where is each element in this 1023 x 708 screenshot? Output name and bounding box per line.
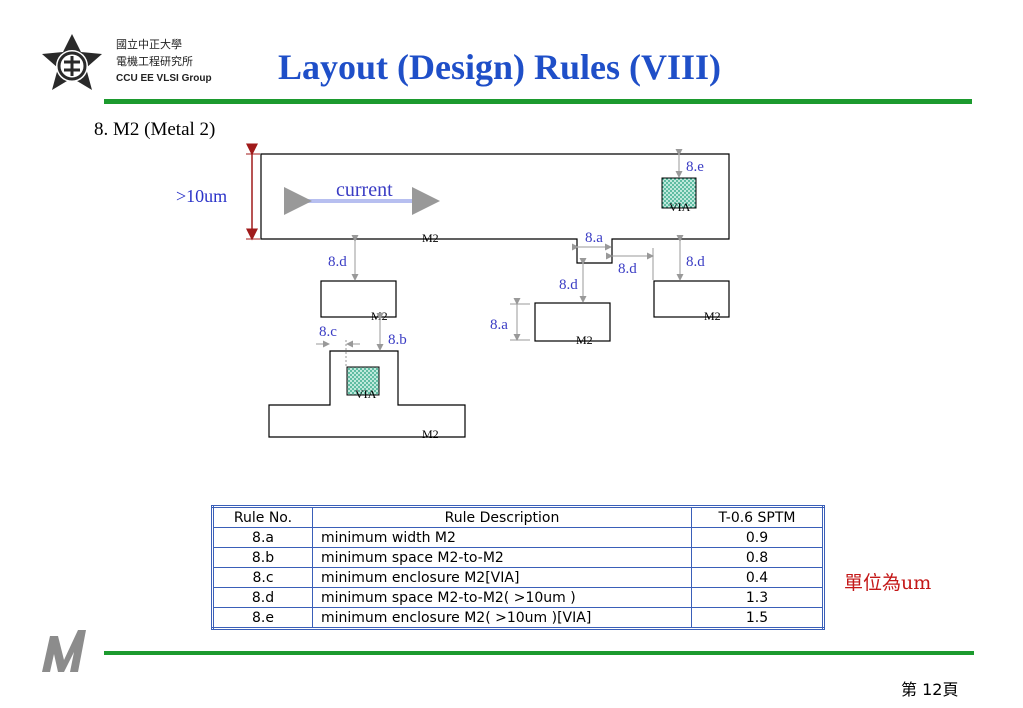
svg-text:M2: M2 bbox=[704, 309, 721, 323]
column-header-rule-no: Rule No. bbox=[212, 506, 313, 528]
rule-8b-label: 8.b bbox=[388, 332, 407, 348]
m2-box-center bbox=[534, 302, 611, 342]
rule-8d-label-4: 8.d bbox=[618, 261, 637, 277]
via-square-top bbox=[661, 177, 697, 209]
section-heading: 8. M2 (Metal 2) bbox=[94, 119, 216, 140]
value-cell: 0.4 bbox=[691, 567, 824, 588]
svg-text:VIA: VIA bbox=[669, 200, 691, 214]
rule-cell: 8.d bbox=[212, 587, 313, 608]
value-cell: 0.9 bbox=[691, 527, 824, 548]
value-cell: 1.3 bbox=[691, 587, 824, 608]
logo-text: 國立中正大學 電機工程研究所 CCU EE VLSI Group bbox=[116, 36, 212, 87]
rule-cell: 8.e bbox=[212, 607, 313, 629]
svg-text:M2: M2 bbox=[371, 309, 388, 323]
rule-8d-label-1: 8.d bbox=[328, 254, 347, 270]
rule-8d-label-2: 8.d bbox=[559, 277, 578, 293]
slide-title: Layout (Design) Rules (VIII) bbox=[278, 47, 722, 87]
svg-text:M2: M2 bbox=[422, 427, 439, 441]
wide-m2-shape bbox=[260, 153, 730, 264]
page-number: 第 12頁 bbox=[901, 680, 959, 699]
rule-cell: 8.a bbox=[212, 527, 313, 548]
svg-text:VIA: VIA bbox=[355, 387, 377, 401]
table-row: 8.d minimum space M2-to-M2( >10um ) 1.3 bbox=[212, 587, 824, 608]
description-cell: minimum space M2-to-M2( >10um ) bbox=[312, 587, 692, 608]
university-logo-icon bbox=[42, 34, 102, 90]
column-header-value: T-0.6 SPTM bbox=[691, 506, 824, 528]
via-square-bottom bbox=[346, 366, 380, 396]
unit-note: 單位為um bbox=[844, 572, 932, 594]
m2-box-left bbox=[320, 280, 397, 318]
logo-line-2: 電機工程研究所 bbox=[116, 55, 193, 68]
rules-table: Rule No. Rule Description T-0.6 SPTM 8.a… bbox=[211, 505, 825, 630]
rule-cell: 8.c bbox=[212, 567, 313, 588]
rule-8a-label: 8.a bbox=[490, 317, 508, 333]
rule-8d-label-3: 8.d bbox=[686, 254, 705, 270]
current-label: current bbox=[336, 179, 393, 201]
rule-cell: 8.b bbox=[212, 547, 313, 568]
value-cell: 1.5 bbox=[691, 607, 824, 629]
rule-8e-label: 8.e bbox=[686, 159, 704, 175]
table-header-row: Rule No. Rule Description T-0.6 SPTM bbox=[212, 506, 824, 528]
title-divider bbox=[104, 99, 972, 104]
m2-rule-diagram: current VIA 8.e M2 8.a M2 8.d M2 8.d 8.a… bbox=[246, 143, 730, 441]
svg-text:M2: M2 bbox=[576, 333, 593, 347]
width-label: >10um bbox=[176, 186, 228, 206]
column-header-description: Rule Description bbox=[312, 506, 692, 528]
value-cell: 0.8 bbox=[691, 547, 824, 568]
rule-8a-notch-label: 8.a bbox=[585, 230, 603, 246]
svg-text:M2: M2 bbox=[422, 231, 439, 245]
table-row: 8.a minimum width M2 0.9 bbox=[212, 527, 824, 548]
description-cell: minimum space M2-to-M2 bbox=[312, 547, 692, 568]
m2-box-right bbox=[653, 280, 730, 318]
table-row: 8.c minimum enclosure M2[VIA] 0.4 bbox=[212, 567, 824, 588]
table-row: 8.b minimum space M2-to-M2 0.8 bbox=[212, 547, 824, 568]
description-cell: minimum enclosure M2[VIA] bbox=[312, 567, 692, 588]
description-cell: minimum width M2 bbox=[312, 527, 692, 548]
table-row: 8.e minimum enclosure M2( >10um )[VIA] 1… bbox=[212, 607, 824, 629]
logo-line-1: 國立中正大學 bbox=[116, 38, 182, 51]
vlsi-group-logo-icon bbox=[42, 630, 86, 672]
footer-divider bbox=[104, 651, 974, 655]
description-cell: minimum enclosure M2( >10um )[VIA] bbox=[312, 607, 692, 629]
rule-8c-label: 8.c bbox=[319, 324, 337, 340]
logo-line-3: CCU EE VLSI Group bbox=[116, 73, 212, 84]
